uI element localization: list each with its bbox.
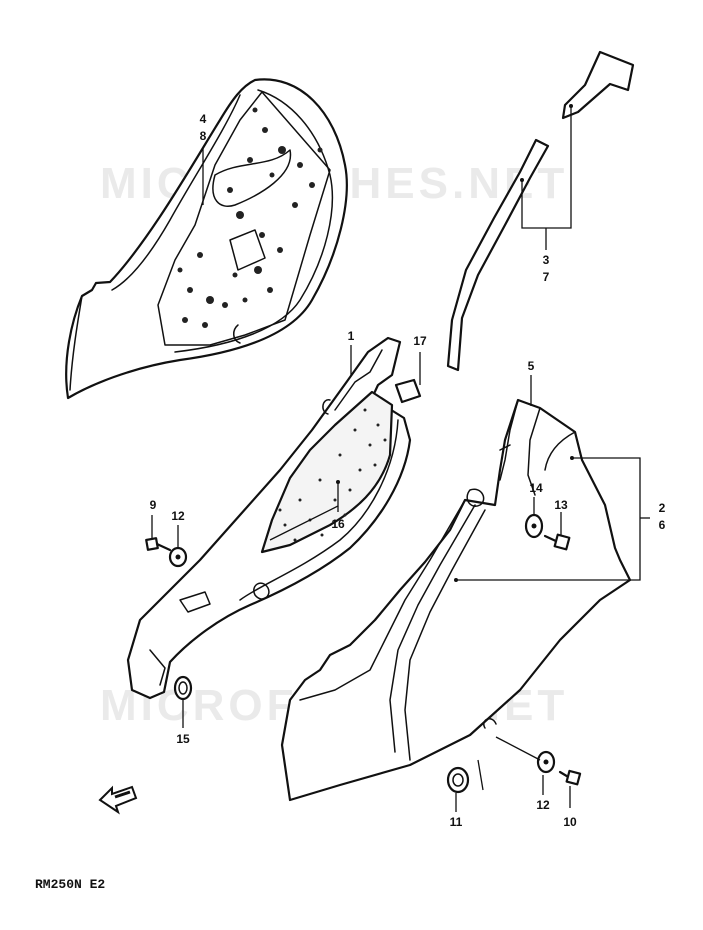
callout-2: 2: [659, 501, 666, 515]
left-side-cover-decal: [65, 78, 348, 400]
callout-12b: 12: [536, 798, 550, 812]
callout-16: 16: [331, 517, 345, 531]
callout-11: 11: [450, 815, 463, 829]
callout-5: 5: [528, 359, 535, 373]
callout-7: 7: [543, 270, 550, 284]
callout-8: 8: [200, 129, 207, 143]
callout-12a: 12: [171, 509, 185, 523]
grommet-15: [173, 675, 193, 701]
callout-15: 15: [176, 732, 190, 746]
washer-14: [524, 513, 544, 539]
grommet-11: [446, 766, 470, 794]
callout-3: 3: [543, 253, 550, 267]
callout-4: 4: [200, 112, 207, 126]
washer-12-right: [536, 750, 556, 774]
callout-17: 17: [413, 334, 427, 348]
bolt-9: [145, 537, 172, 552]
callout-13: 13: [554, 498, 568, 512]
callout-9: 9: [150, 498, 157, 512]
model-code: RM250N E2: [35, 877, 105, 892]
tank-decal-strips: [446, 50, 635, 372]
fwd-arrow-icon: [98, 785, 138, 815]
bolt-10: [558, 769, 582, 786]
clip-17: [394, 378, 422, 404]
bolt-13: [543, 533, 571, 551]
callout-1: 1: [348, 329, 355, 343]
frame-cover: [126, 336, 412, 700]
washer-12-left: [168, 546, 188, 568]
right-side-cover: [280, 398, 632, 802]
callout-14: 14: [529, 481, 543, 495]
callout-6: 6: [659, 518, 666, 532]
callout-10: 10: [563, 815, 577, 829]
leader-2-6: [456, 457, 641, 581]
